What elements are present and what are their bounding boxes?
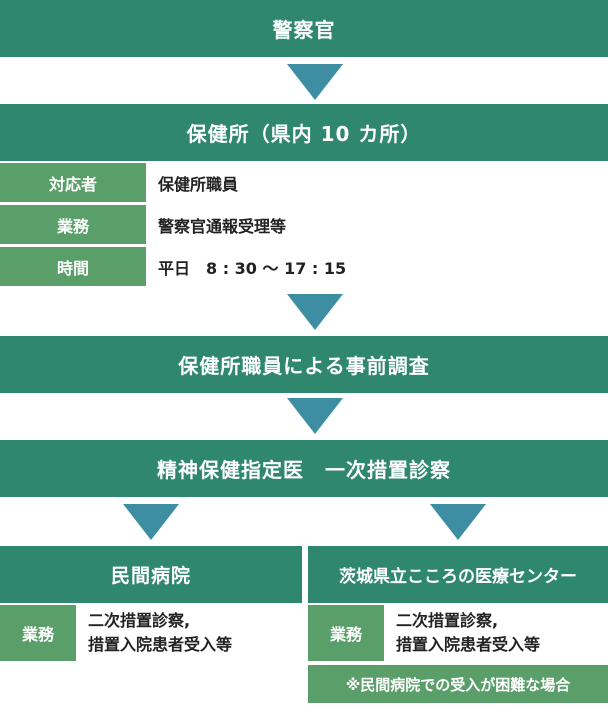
prefectural-center-note: ※民間病院での受入が困難な場合 <box>308 665 608 703</box>
private-hospital-duty-value: 二次措置診察, 措置入院患者受入等 <box>88 611 233 654</box>
step-health-center-label: 保健所（県内 10 カ所） <box>186 122 422 146</box>
private-hospital-duty-label: 業務 <box>0 605 76 661</box>
down-arrow-icon <box>287 294 343 330</box>
step-investigation-label: 保健所職員による事前調査 <box>178 354 430 378</box>
down-arrow-icon <box>287 398 343 434</box>
down-arrow-icon <box>287 64 343 100</box>
prefectural-center-duty-value: 二次措置診察, 措置入院患者受入等 <box>396 611 541 654</box>
info-value-duty: 警察官通報受理等 <box>158 216 287 236</box>
private-hospital-title: 民間病院 <box>0 546 302 603</box>
info-value-responder: 保健所職員 <box>158 174 239 194</box>
step-police: 警察官 <box>0 0 608 57</box>
down-arrow-left-icon <box>123 504 179 540</box>
info-label-duty: 業務 <box>0 205 146 244</box>
prefectural-center-title: 茨城県立こころの医療センター <box>308 546 608 603</box>
step-exam-label: 精神保健指定医 一次措置診察 <box>157 458 451 482</box>
step-police-label: 警察官 <box>272 18 336 42</box>
step-health-center: 保健所（県内 10 カ所） <box>0 104 608 161</box>
prefectural-center-duty-label: 業務 <box>308 605 384 661</box>
info-label-hours: 時間 <box>0 247 146 286</box>
info-value-hours: 平日 8 : 30 〜 17 : 15 <box>158 258 347 278</box>
info-label-responder: 対応者 <box>0 163 146 202</box>
step-exam: 精神保健指定医 一次措置診察 <box>0 440 608 497</box>
step-investigation: 保健所職員による事前調査 <box>0 336 608 393</box>
down-arrow-right-icon <box>430 504 486 540</box>
